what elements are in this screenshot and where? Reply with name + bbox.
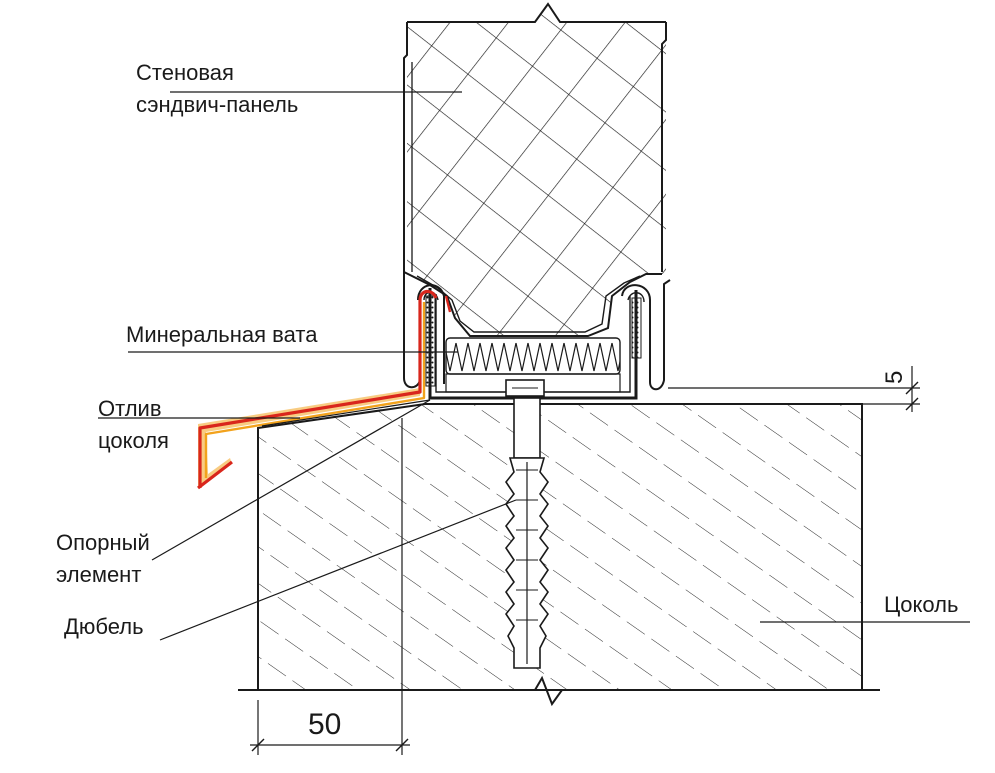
label-plinth: Цоколь [884,592,958,617]
label-drip-1: Отлив [98,396,162,421]
label-mineral-wool: Минеральная вата [126,322,318,347]
sandwich-panel [403,2,667,337]
label-support-1: Опорный [56,530,150,555]
dimension-width: 50 [250,418,410,755]
dimension-gap: 5 [668,366,920,412]
label-sandwich-panel-2: сэндвич-панель [136,92,298,117]
label-drip-2: цоколя [98,428,169,453]
dowel [505,379,549,669]
label-dowel: Дюбель [64,614,144,639]
label-sandwich-panel-1: Стеновая [136,60,234,85]
dimension-width-value: 50 [308,708,341,741]
base-line [238,675,880,707]
label-support-2: элемент [56,562,141,587]
leader-lines [98,91,970,641]
dimension-gap-value: 5 [881,371,908,384]
plinth-block [257,403,863,691]
plinth-drip-flashing [197,289,452,490]
labels: Стеновая сэндвич-панель Минеральная вата… [56,60,958,639]
